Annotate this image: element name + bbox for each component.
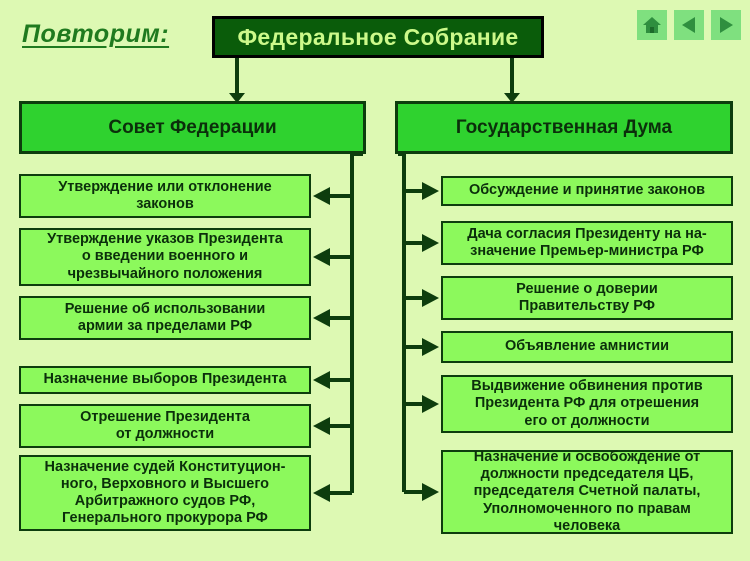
root-node-federal-assembly: Федеральное Собрание: [212, 16, 544, 58]
item-box: Объявление амнистии: [441, 331, 733, 363]
item-box-label: Обсуждение и принятие законов: [469, 182, 705, 199]
item-box: Утверждение указов Президента о введении…: [19, 228, 311, 286]
item-box-label: Решение об использовании армии за предел…: [64, 300, 266, 334]
item-box-label: Выдвижение обвинения против Президента Р…: [471, 378, 703, 429]
item-box: Выдвижение обвинения против Президента Р…: [441, 375, 733, 433]
item-box-label: Назначение судей Конституцион- ного, Вер…: [44, 458, 286, 527]
item-box: Решение о доверии Правительству РФ: [441, 276, 733, 320]
column-header-council: Совет Федерации: [19, 101, 366, 154]
previous-slide-icon[interactable]: [674, 10, 704, 40]
item-box-label: Назначение и освобождение от должности п…: [473, 449, 701, 534]
item-box: Отрешение Президента от должности: [19, 404, 311, 448]
item-box: Утверждение или отклонение законов: [19, 174, 311, 218]
column-header-duma-label: Государственная Дума: [455, 116, 673, 138]
item-box-label: Утверждение указов Президента о введении…: [47, 231, 283, 282]
column-header-duma: Государственная Дума: [395, 101, 733, 154]
item-box-label: Решение о доверии Правительству РФ: [516, 280, 658, 314]
home-icon[interactable]: [637, 10, 667, 40]
item-box: Решение об использовании армии за предел…: [19, 296, 311, 340]
item-box-label: Отрешение Президента от должности: [80, 408, 250, 442]
item-box-label: Утверждение или отклонение законов: [58, 178, 272, 212]
root-node-label: Федеральное Собрание: [237, 23, 519, 50]
item-box: Назначение и освобождение от должности п…: [441, 449, 733, 534]
item-box-label: Дача согласия Президенту на на- значение…: [467, 225, 707, 259]
item-box: Дача согласия Президенту на на- значение…: [441, 221, 733, 265]
item-box: Назначение выборов Президента: [19, 366, 311, 394]
item-box-label: Объявление амнистии: [504, 338, 670, 355]
item-box: Обсуждение и принятие законов: [441, 176, 733, 206]
item-box: Назначение судей Конституцион- ного, Вер…: [19, 455, 311, 531]
navigation-controls: [637, 10, 741, 40]
page-title: Повторим:: [22, 20, 170, 48]
column-header-council-label: Совет Федерации: [108, 116, 277, 138]
next-slide-icon[interactable]: [711, 10, 741, 40]
item-box-label: Назначение выборов Президента: [43, 371, 287, 388]
